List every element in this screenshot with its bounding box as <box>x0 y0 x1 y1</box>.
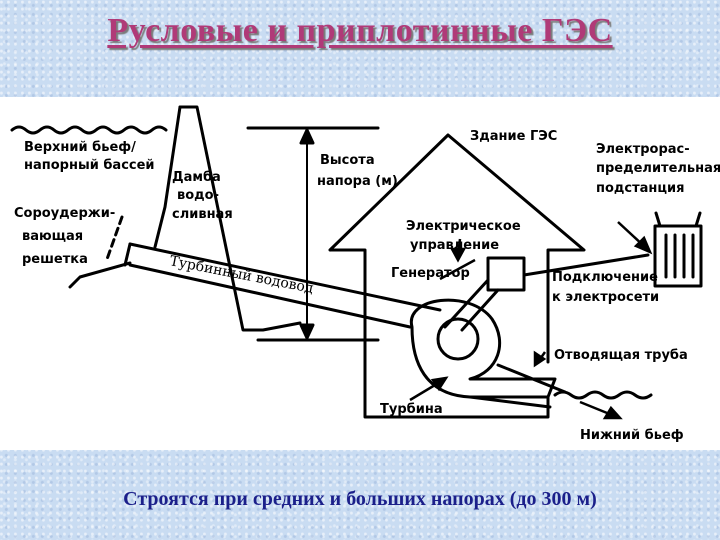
substation-box <box>653 224 703 288</box>
hydro-plant-diagram: Верхний бьеф/ напорный бассей Сороудержи… <box>0 97 720 450</box>
lower-water-line <box>553 390 653 400</box>
penstock-pipe <box>128 242 442 329</box>
powerhouse-label: Здание ГЭС <box>470 129 557 144</box>
upper-water-line <box>10 125 168 135</box>
trash-rack-label-3: решетка <box>22 252 88 267</box>
powerhouse-outline <box>328 133 586 419</box>
dam-label-2: водо- <box>177 188 219 203</box>
turbine-casing <box>409 298 557 399</box>
control-label-1: Электрическое <box>406 219 521 234</box>
grid-label-1: Подключение <box>552 270 658 285</box>
turbine-label: Турбина <box>380 402 443 417</box>
diagram-svg: Верхний бьеф/ напорный бассей Сороудержи… <box>10 105 720 443</box>
substation-label-2: пределительная <box>596 161 720 176</box>
slide-title: Русловые и приплотинные ГЭС <box>107 12 613 49</box>
head-label-1: Высота <box>320 153 375 168</box>
dam-label-1: Дамба <box>172 170 221 185</box>
control-label-2: управление <box>410 238 499 253</box>
upper-pool-label-2: напорный бассей <box>24 158 155 173</box>
dam-label-3: сливная <box>172 207 233 222</box>
dam-shape <box>178 105 302 332</box>
generator-box <box>486 256 526 292</box>
lower-pool-label: Нижний бьеф <box>580 428 684 443</box>
grid-label-2: к электросети <box>552 290 659 305</box>
generator-label: Генератор <box>391 266 470 281</box>
trash-rack-label-1: Сороудержи- <box>14 206 115 221</box>
slide-caption: Строятся при средних и больших напорах (… <box>123 488 597 510</box>
head-label-2: напора (м) <box>317 174 398 189</box>
upper-pool-label-1: Верхний бьеф/ <box>24 140 136 155</box>
substation-label-1: Электрорас- <box>596 142 690 157</box>
substation-label-3: подстанция <box>596 181 685 196</box>
outlet-label: Отводящая труба <box>554 348 688 363</box>
trash-rack-label-2: вающая <box>22 229 83 244</box>
